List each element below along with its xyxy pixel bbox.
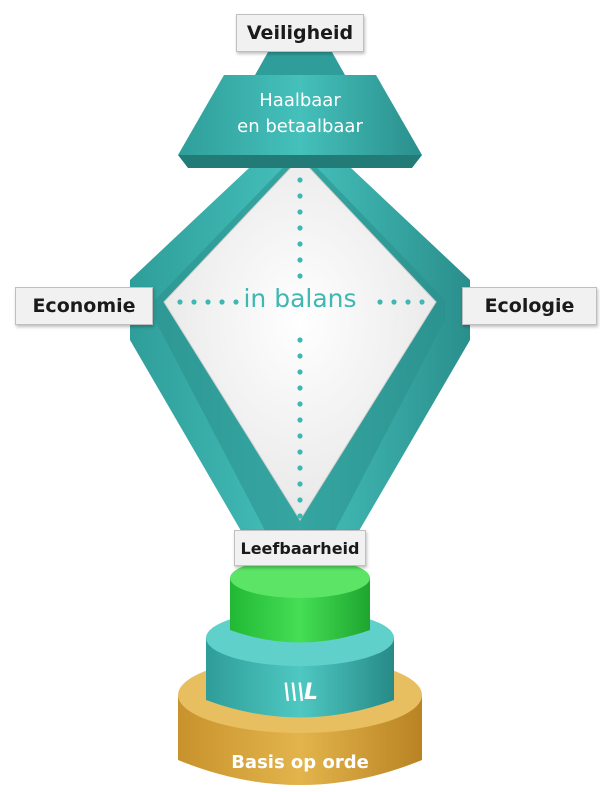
cap-line-1: Haalbaar [259,90,341,111]
top-cap [178,75,422,168]
label-economie: Economie [15,287,153,325]
base-label: Basis op orde [231,752,369,773]
logo-icon: \\\L [282,680,318,705]
top-cap-knob [255,52,345,75]
dotted-axes [177,177,425,519]
center-label: in balans [243,284,357,313]
upper-tier-green [230,558,370,643]
cap-line-2: en betaalbaar [237,116,363,137]
label-leefbaarheid: Leefbaarheid [234,530,366,566]
label-veiligheid: Veiligheid [236,14,364,52]
label-ecologie: Ecologie [462,287,597,325]
